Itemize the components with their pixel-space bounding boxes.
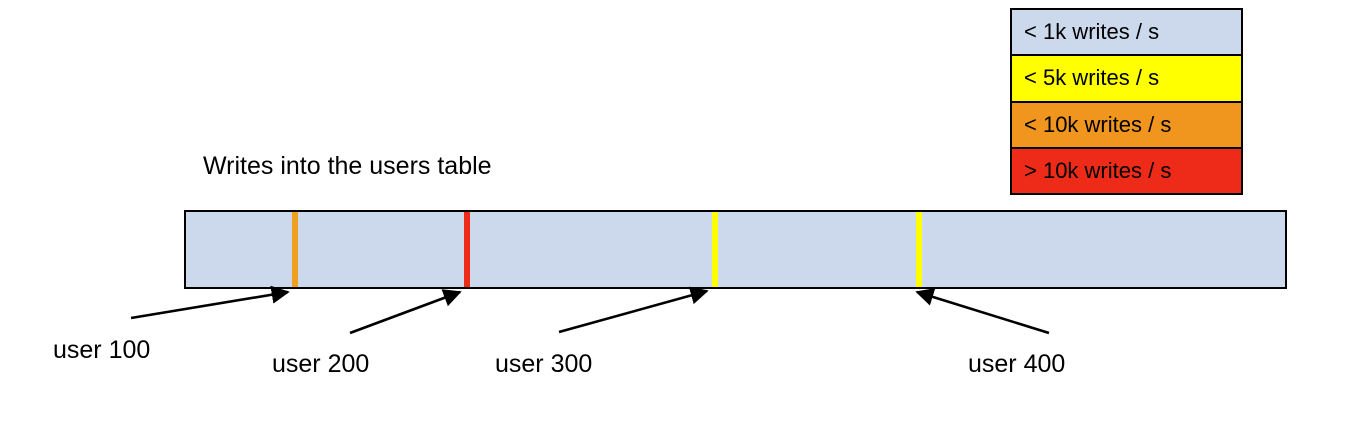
legend-row-over-10k: > 10k writes / s: [1012, 148, 1241, 193]
legend-label-over-10k: > 10k writes / s: [1024, 157, 1172, 183]
legend-row-under-5k: < 5k writes / s: [1012, 56, 1241, 103]
legend-label-under-1k: < 1k writes / s: [1024, 19, 1160, 45]
legend-row-under-10k: < 10k writes / s: [1012, 102, 1241, 149]
arrow-user-200: [349, 289, 462, 335]
marker-user-300: [712, 212, 718, 287]
callout-label-user-400: user 400: [968, 350, 1066, 378]
chart-title: Writes into the users table: [203, 152, 492, 180]
arrow-user-300: [558, 286, 709, 334]
marker-user-200: [464, 212, 470, 287]
legend-label-under-10k: < 10k writes / s: [1024, 111, 1172, 137]
arrow-user-100: [130, 285, 290, 320]
callout-label-user-100: user 100: [53, 336, 151, 364]
legend-row-under-1k: < 1k writes / s: [1012, 10, 1241, 57]
marker-user-100: [292, 212, 298, 287]
marker-user-400: [916, 212, 922, 287]
callout-label-user-200: user 200: [272, 350, 370, 378]
callout-label-user-300: user 300: [495, 350, 593, 378]
legend-label-under-5k: < 5k writes / s: [1024, 65, 1160, 91]
arrow-user-400: [915, 288, 1050, 335]
legend: < 1k writes / s < 5k writes / s < 10k wr…: [1010, 8, 1243, 195]
keyspace-bar: [184, 210, 1287, 289]
